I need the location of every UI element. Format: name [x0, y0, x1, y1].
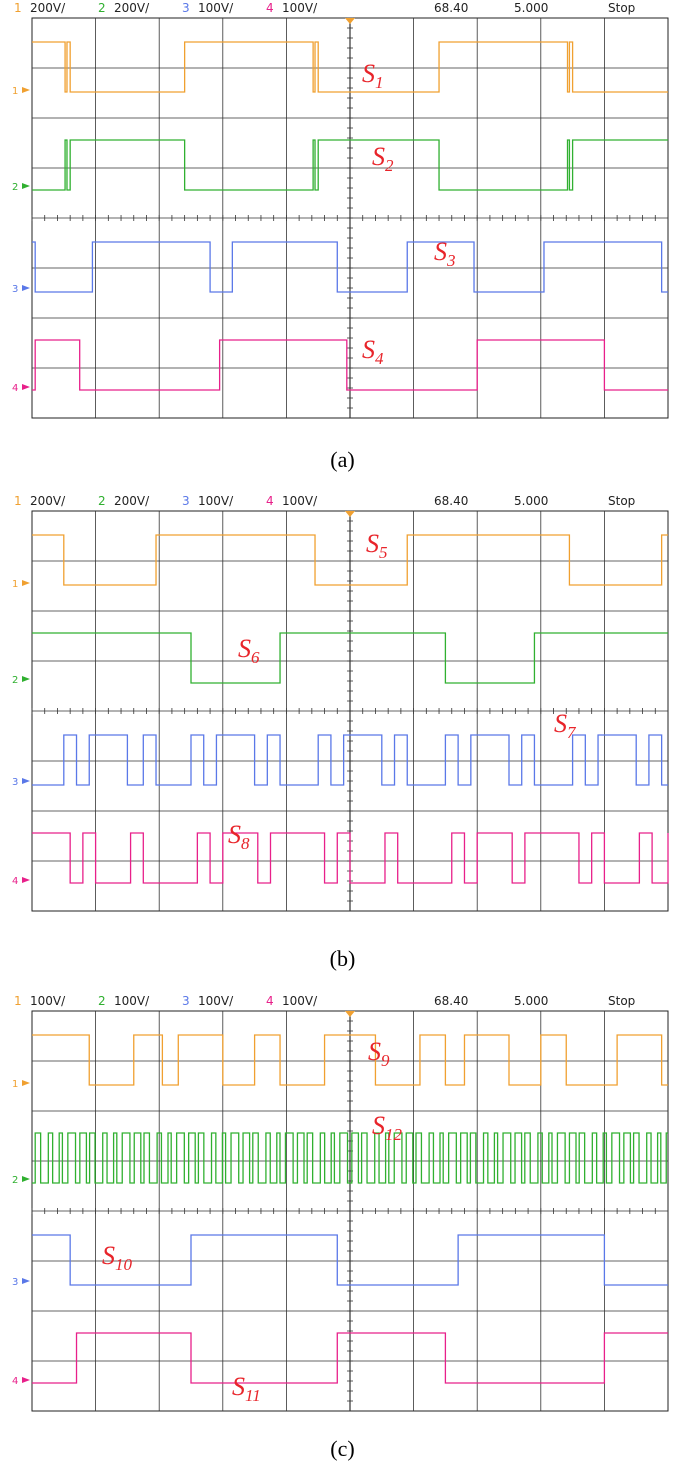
svg-text:2: 2	[12, 1175, 18, 1186]
trace-s4	[32, 339, 668, 391]
trigger-marker	[345, 18, 355, 24]
trigger-readout: 68.40	[434, 994, 468, 1008]
channel-ground-marker: 1	[12, 86, 30, 97]
scope-b: 1 200V/2 200V/3 100V/4 100V/68.40 5.000 Stop 1 2…	[12, 494, 669, 912]
status-readout: Stop	[608, 1, 635, 15]
channel-ground-marker: 3	[12, 284, 30, 295]
signal-label: S2	[372, 142, 394, 175]
caption-c: (c)	[330, 1436, 355, 1461]
trace-s12	[32, 1132, 668, 1184]
trace-s5	[32, 534, 668, 586]
panel-a: 1 200V/2 200V/3 100V/4 100V/68.40 5.000 Stop 1 2…	[0, 0, 685, 440]
channel-number: 3	[182, 1, 190, 15]
channel-number: 1	[14, 1, 22, 15]
channel-scale: 100V/	[114, 994, 150, 1008]
channel-ground-marker: 4	[12, 876, 30, 887]
channel-scale: 100V/	[198, 1, 234, 15]
svg-text:3: 3	[12, 284, 18, 295]
scope-header: 1 100V/2 100V/3 100V/4 100V/68.40 5.000 Stop	[14, 994, 635, 1008]
channel-scale: 200V/	[114, 1, 150, 15]
signal-label: S6	[238, 634, 260, 667]
trace-s1	[32, 41, 668, 93]
trace-s6	[32, 632, 668, 684]
status-readout: Stop	[608, 494, 635, 508]
timebase-readout: 5.000	[514, 994, 548, 1008]
channel-number: 2	[98, 994, 106, 1008]
svg-text:3: 3	[12, 777, 18, 788]
svg-text:1: 1	[12, 86, 18, 97]
signal-label: S5	[366, 529, 388, 562]
channel-scale: 100V/	[282, 1, 318, 15]
timebase-readout: 5.000	[514, 1, 548, 15]
channel-ground-marker: 4	[12, 1376, 30, 1387]
status-readout: Stop	[608, 994, 635, 1008]
trigger-marker	[345, 511, 355, 517]
trace-s9	[32, 1034, 668, 1086]
channel-number: 3	[182, 494, 190, 508]
trace-s2	[32, 139, 668, 191]
trace-s3	[32, 241, 668, 293]
signal-label: S12	[372, 1111, 403, 1144]
svg-text:2: 2	[12, 675, 18, 686]
svg-text:1: 1	[12, 579, 18, 590]
panel-b: 1 200V/2 200V/3 100V/4 100V/68.40 5.000 Stop 1 2…	[0, 493, 685, 933]
trace-s7	[32, 734, 668, 786]
scope-header: 1 200V/2 200V/3 100V/4 100V/68.40 5.000 Stop	[14, 1, 635, 15]
channel-number: 4	[266, 1, 274, 15]
channel-scale: 200V/	[114, 494, 150, 508]
scope-c: 1 100V/2 100V/3 100V/4 100V/68.40 5.000 Stop 1 2…	[12, 994, 669, 1412]
signal-label: S3	[434, 237, 456, 270]
signal-label: S1	[362, 59, 384, 92]
svg-text:4: 4	[12, 383, 18, 394]
trigger-readout: 68.40	[434, 494, 468, 508]
signal-label: S7	[554, 709, 577, 742]
channel-scale: 200V/	[30, 1, 66, 15]
signal-label: S8	[228, 820, 250, 853]
trace-s8	[32, 832, 669, 884]
scope-a: 1 200V/2 200V/3 100V/4 100V/68.40 5.000 Stop 1 2…	[12, 1, 669, 419]
channel-ground-marker: 2	[12, 182, 30, 193]
trace-s10	[32, 1234, 668, 1286]
caption-a: (a)	[330, 447, 355, 472]
signal-label: S4	[362, 335, 384, 368]
channel-ground-marker: 2	[12, 1175, 30, 1186]
trigger-marker	[345, 1011, 355, 1017]
channel-ground-marker: 3	[12, 777, 30, 788]
channel-ground-marker: 1	[12, 1079, 30, 1090]
channel-number: 2	[98, 1, 106, 15]
signal-label: S11	[232, 1372, 261, 1405]
signal-label: S9	[368, 1037, 390, 1070]
channel-ground-marker: 4	[12, 383, 30, 394]
channel-number: 4	[266, 494, 274, 508]
graticule	[31, 1010, 669, 1412]
svg-text:1: 1	[12, 1079, 18, 1090]
channel-scale: 100V/	[30, 994, 66, 1008]
svg-text:4: 4	[12, 876, 18, 887]
timebase-readout: 5.000	[514, 494, 548, 508]
channel-number: 3	[182, 994, 190, 1008]
channel-scale: 200V/	[30, 494, 66, 508]
channel-scale: 100V/	[198, 994, 234, 1008]
channel-number: 1	[14, 994, 22, 1008]
channel-number: 1	[14, 494, 22, 508]
channel-scale: 100V/	[282, 494, 318, 508]
caption-b: (b)	[329, 946, 356, 971]
trigger-readout: 68.40	[434, 1, 468, 15]
channel-ground-marker: 1	[12, 579, 30, 590]
channel-scale: 100V/	[198, 494, 234, 508]
signal-label: S10	[102, 1241, 133, 1274]
channel-number: 2	[98, 494, 106, 508]
scope-header: 1 200V/2 200V/3 100V/4 100V/68.40 5.000 Stop	[14, 494, 635, 508]
svg-text:2: 2	[12, 182, 18, 193]
panel-c: 1 100V/2 100V/3 100V/4 100V/68.40 5.000 Stop 1 2…	[0, 993, 685, 1433]
channel-ground-marker: 3	[12, 1277, 30, 1288]
channel-number: 4	[266, 994, 274, 1008]
trace-s11	[32, 1332, 668, 1384]
channel-ground-marker: 2	[12, 675, 30, 686]
svg-text:4: 4	[12, 1376, 18, 1387]
channel-scale: 100V/	[282, 994, 318, 1008]
svg-text:3: 3	[12, 1277, 18, 1288]
